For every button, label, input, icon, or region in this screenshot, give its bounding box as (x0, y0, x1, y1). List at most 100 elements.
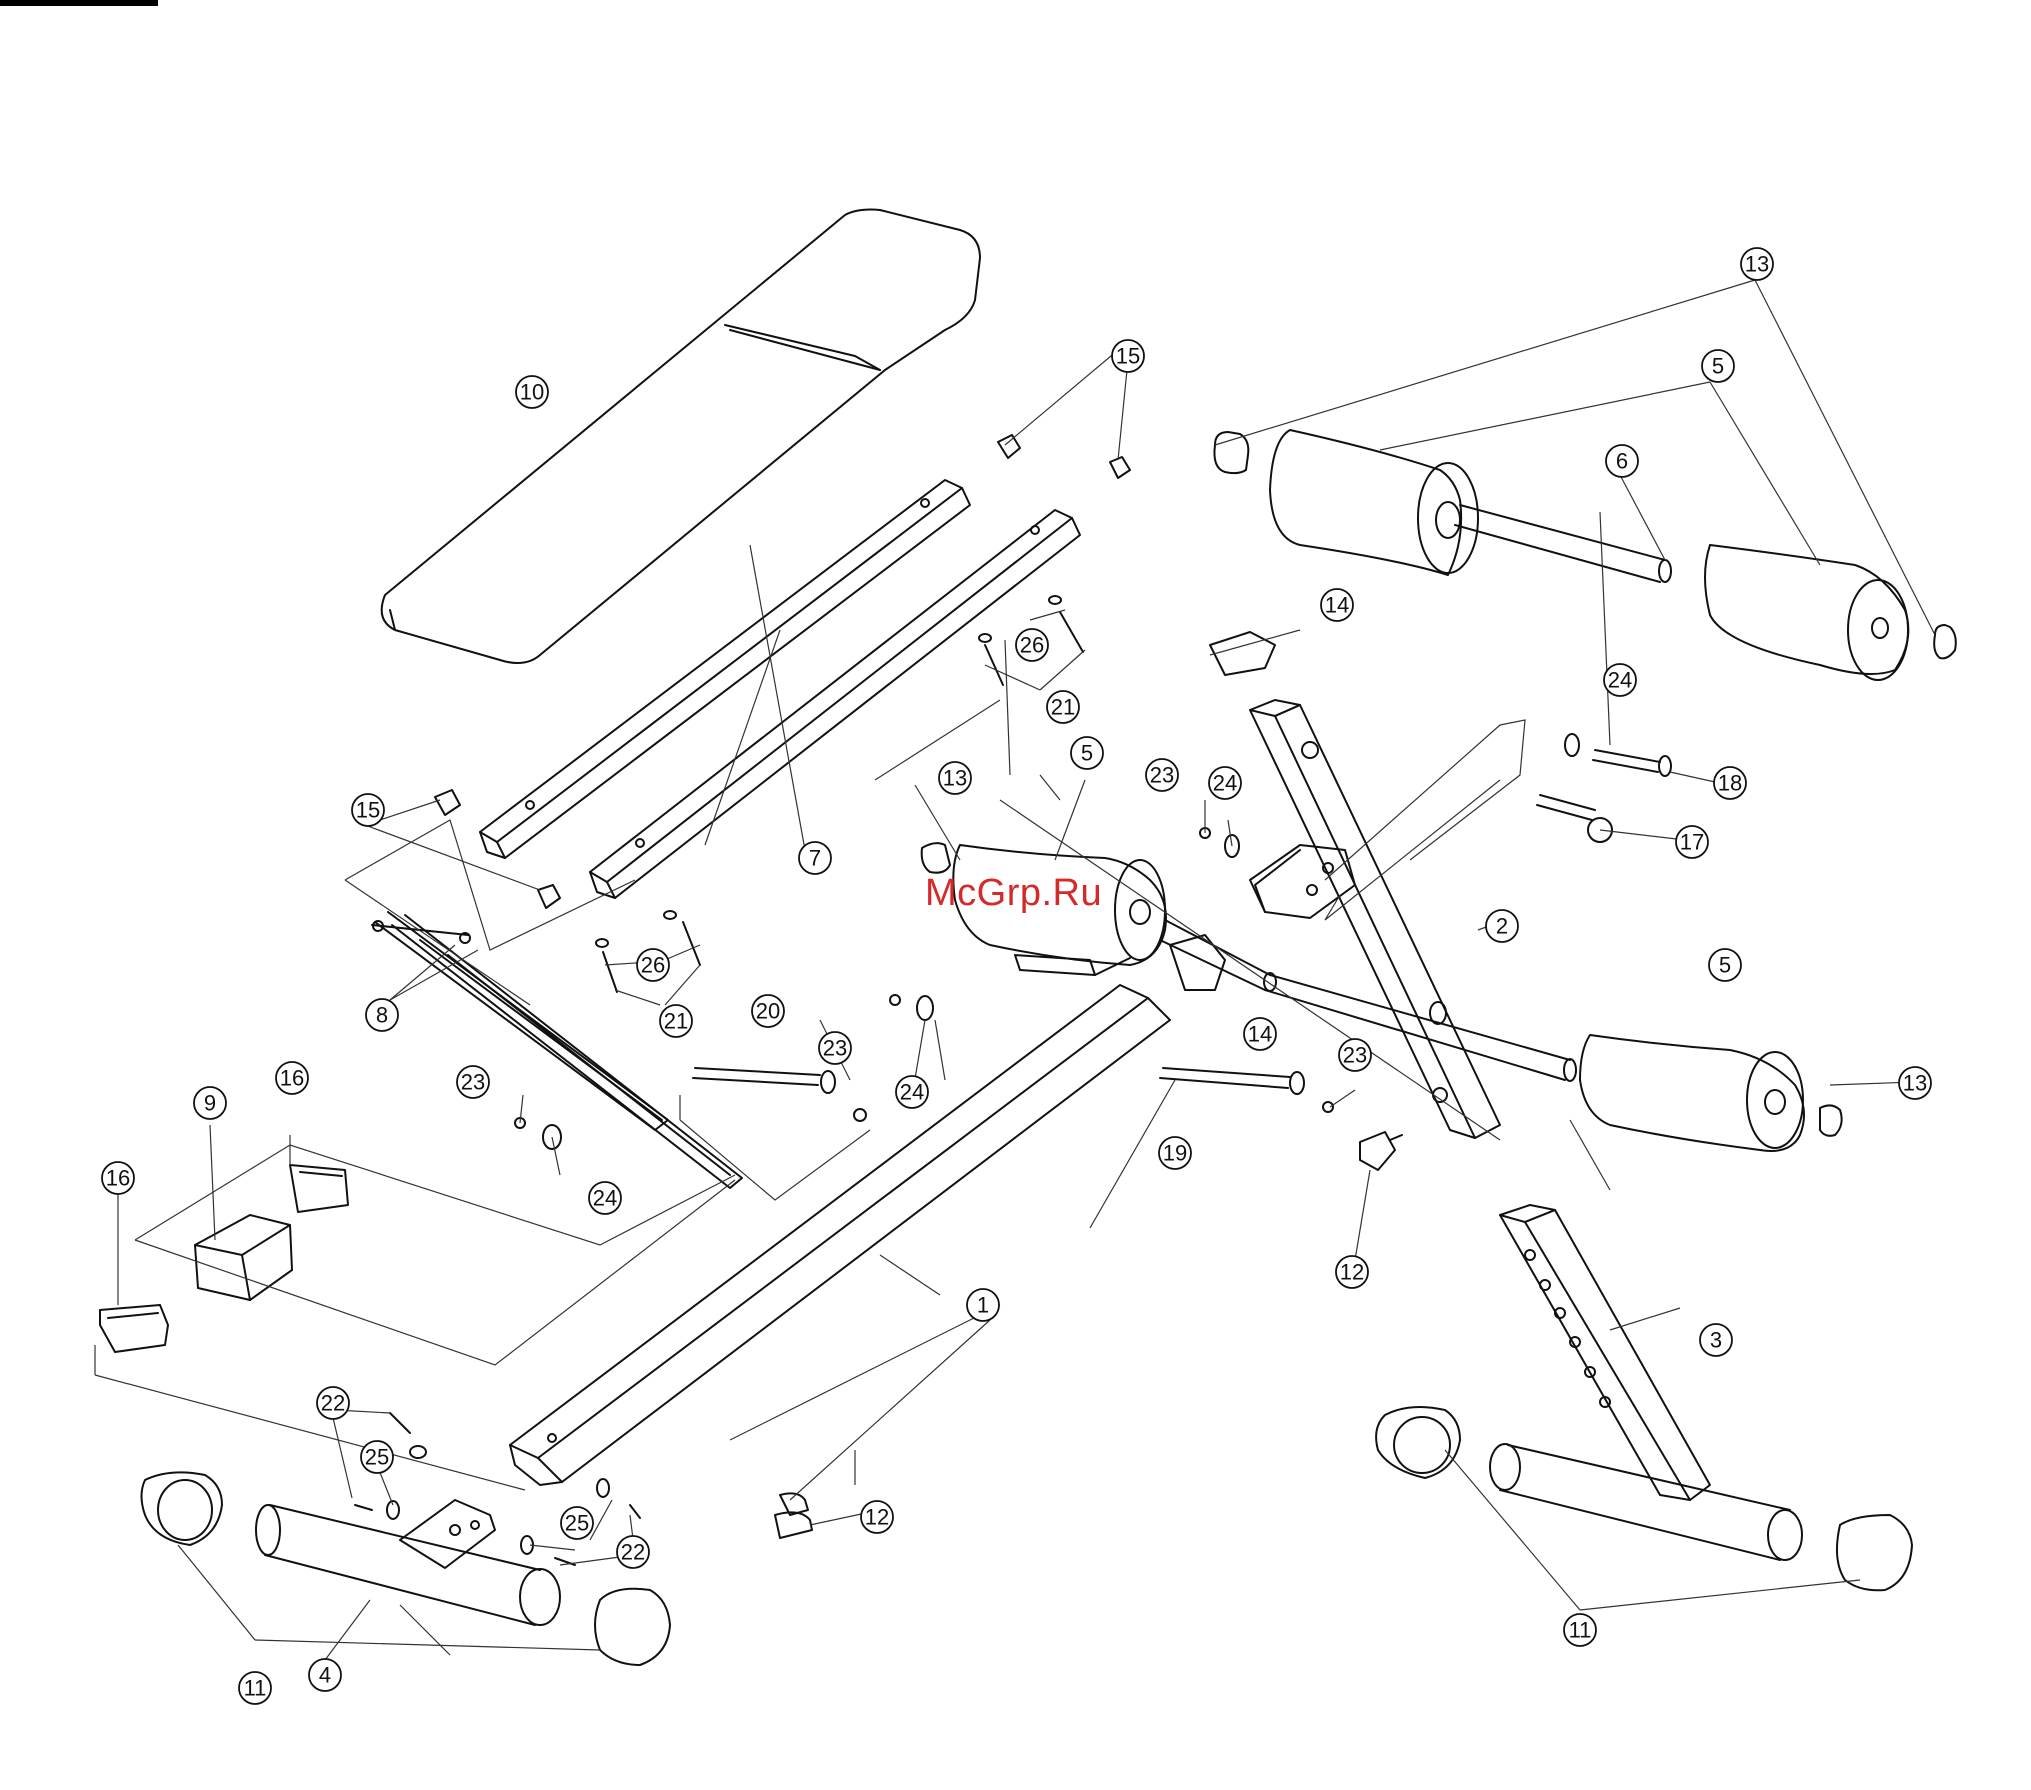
callout-5c: 5 (1709, 949, 1741, 981)
seat-pad (382, 210, 980, 663)
callout-3: 3 (1700, 1324, 1732, 1356)
callout-19: 19 (1159, 1137, 1191, 1169)
svg-text:24: 24 (1213, 771, 1237, 796)
svg-text:20: 20 (756, 999, 780, 1024)
callout-12b: 12 (1336, 1256, 1368, 1288)
svg-text:23: 23 (1343, 1043, 1367, 1068)
callout-24c: 24 (896, 1076, 928, 1108)
svg-text:4: 4 (319, 1663, 331, 1688)
callout-5a: 5 (1702, 350, 1734, 382)
callout-8: 8 (366, 999, 398, 1031)
svg-text:22: 22 (321, 1391, 345, 1416)
callout-15a: 15 (1112, 340, 1144, 372)
top-pads (1170, 632, 1275, 990)
callout-14a: 14 (1321, 589, 1353, 621)
svg-text:2: 2 (1496, 914, 1508, 939)
svg-text:23: 23 (461, 1070, 485, 1095)
hardware (355, 435, 1671, 1565)
sleeve-and-plugs (100, 1165, 348, 1352)
svg-text:11: 11 (244, 1676, 267, 1701)
svg-text:13: 13 (943, 766, 967, 791)
callout-22b: 22 (617, 1536, 649, 1568)
svg-text:21: 21 (1051, 695, 1075, 720)
svg-text:5: 5 (1719, 953, 1731, 978)
callout-15b: 15 (352, 794, 384, 826)
upper-roller-bar (1455, 505, 1671, 582)
svg-text:25: 25 (365, 1445, 389, 1470)
svg-text:26: 26 (1020, 633, 1044, 658)
callout-14b: 14 (1244, 1018, 1276, 1050)
callout-24d: 24 (589, 1182, 621, 1214)
callout-13c: 13 (1899, 1067, 1931, 1099)
svg-text:15: 15 (1116, 344, 1140, 369)
svg-text:24: 24 (593, 1186, 617, 1211)
callout-25a: 25 (361, 1441, 393, 1473)
front-leg (1376, 1205, 1912, 1590)
callout-13b: 13 (939, 762, 971, 794)
callout-16b: 16 (102, 1162, 134, 1194)
callout-17: 17 (1676, 826, 1708, 858)
svg-text:24: 24 (1608, 668, 1632, 693)
svg-text:16: 16 (280, 1066, 304, 1091)
callout-23a: 23 (1146, 759, 1178, 791)
svg-text:1: 1 (977, 1293, 989, 1318)
callout-9: 9 (194, 1087, 226, 1119)
svg-text:26: 26 (641, 953, 665, 978)
callouts: 10 15 15 13 5 6 14 24 26 21 5 13 23 24 1… (102, 248, 1931, 1704)
upright-post (1250, 700, 1500, 1138)
callout-13a: 13 (1741, 248, 1773, 280)
svg-text:6: 6 (1616, 449, 1628, 474)
svg-text:3: 3 (1710, 1328, 1722, 1353)
svg-text:14: 14 (1325, 593, 1349, 618)
callout-23b: 23 (819, 1032, 851, 1064)
svg-text:14: 14 (1248, 1022, 1272, 1047)
callout-25b: 25 (561, 1507, 593, 1539)
svg-text:11: 11 (1569, 1618, 1592, 1643)
callout-10: 10 (516, 376, 548, 408)
callout-23c: 23 (1339, 1039, 1371, 1071)
svg-text:13: 13 (1903, 1071, 1927, 1096)
rear-leg (142, 1472, 671, 1665)
watermark: McGrp.Ru (925, 872, 1102, 915)
callout-18: 18 (1714, 767, 1746, 799)
callout-11a: 11 (239, 1672, 271, 1704)
callout-22a: 22 (317, 1387, 349, 1419)
svg-text:17: 17 (1680, 830, 1704, 855)
upper-foam-roller-right (1705, 545, 1908, 680)
svg-text:5: 5 (1712, 354, 1724, 379)
callout-5b: 5 (1071, 737, 1103, 769)
end-caps-upper (1214, 432, 1955, 658)
seat-rail-right (590, 510, 1080, 898)
svg-text:22: 22 (621, 1540, 645, 1565)
svg-text:12: 12 (1340, 1260, 1364, 1285)
lower-foam-roller (1580, 1035, 1842, 1151)
upper-foam-roller-left (1270, 430, 1478, 575)
callout-7: 7 (799, 842, 831, 874)
callout-21b: 21 (660, 1005, 692, 1037)
svg-text:25: 25 (565, 1511, 589, 1536)
svg-text:18: 18 (1718, 771, 1742, 796)
callout-26a: 26 (1016, 629, 1048, 661)
callout-20: 20 (752, 995, 784, 1027)
svg-text:23: 23 (823, 1036, 847, 1061)
svg-text:21: 21 (664, 1009, 688, 1034)
callout-11b: 11 (1564, 1614, 1596, 1646)
callout-21a: 21 (1047, 691, 1079, 723)
svg-text:8: 8 (376, 1003, 388, 1028)
svg-text:12: 12 (865, 1505, 889, 1530)
callout-1: 1 (967, 1289, 999, 1321)
svg-text:16: 16 (106, 1166, 130, 1191)
callout-2: 2 (1486, 910, 1518, 942)
svg-text:15: 15 (356, 798, 380, 823)
callout-26b: 26 (637, 949, 669, 981)
svg-text:19: 19 (1163, 1141, 1187, 1166)
seat-rail-left (480, 480, 970, 858)
callout-24b: 24 (1209, 767, 1241, 799)
callout-12a: 12 (861, 1501, 893, 1533)
svg-text:7: 7 (809, 846, 821, 871)
callout-6: 6 (1606, 445, 1638, 477)
callout-24a: 24 (1604, 664, 1636, 696)
callout-4: 4 (309, 1659, 341, 1691)
svg-text:24: 24 (900, 1080, 924, 1105)
callout-16a: 16 (276, 1062, 308, 1094)
